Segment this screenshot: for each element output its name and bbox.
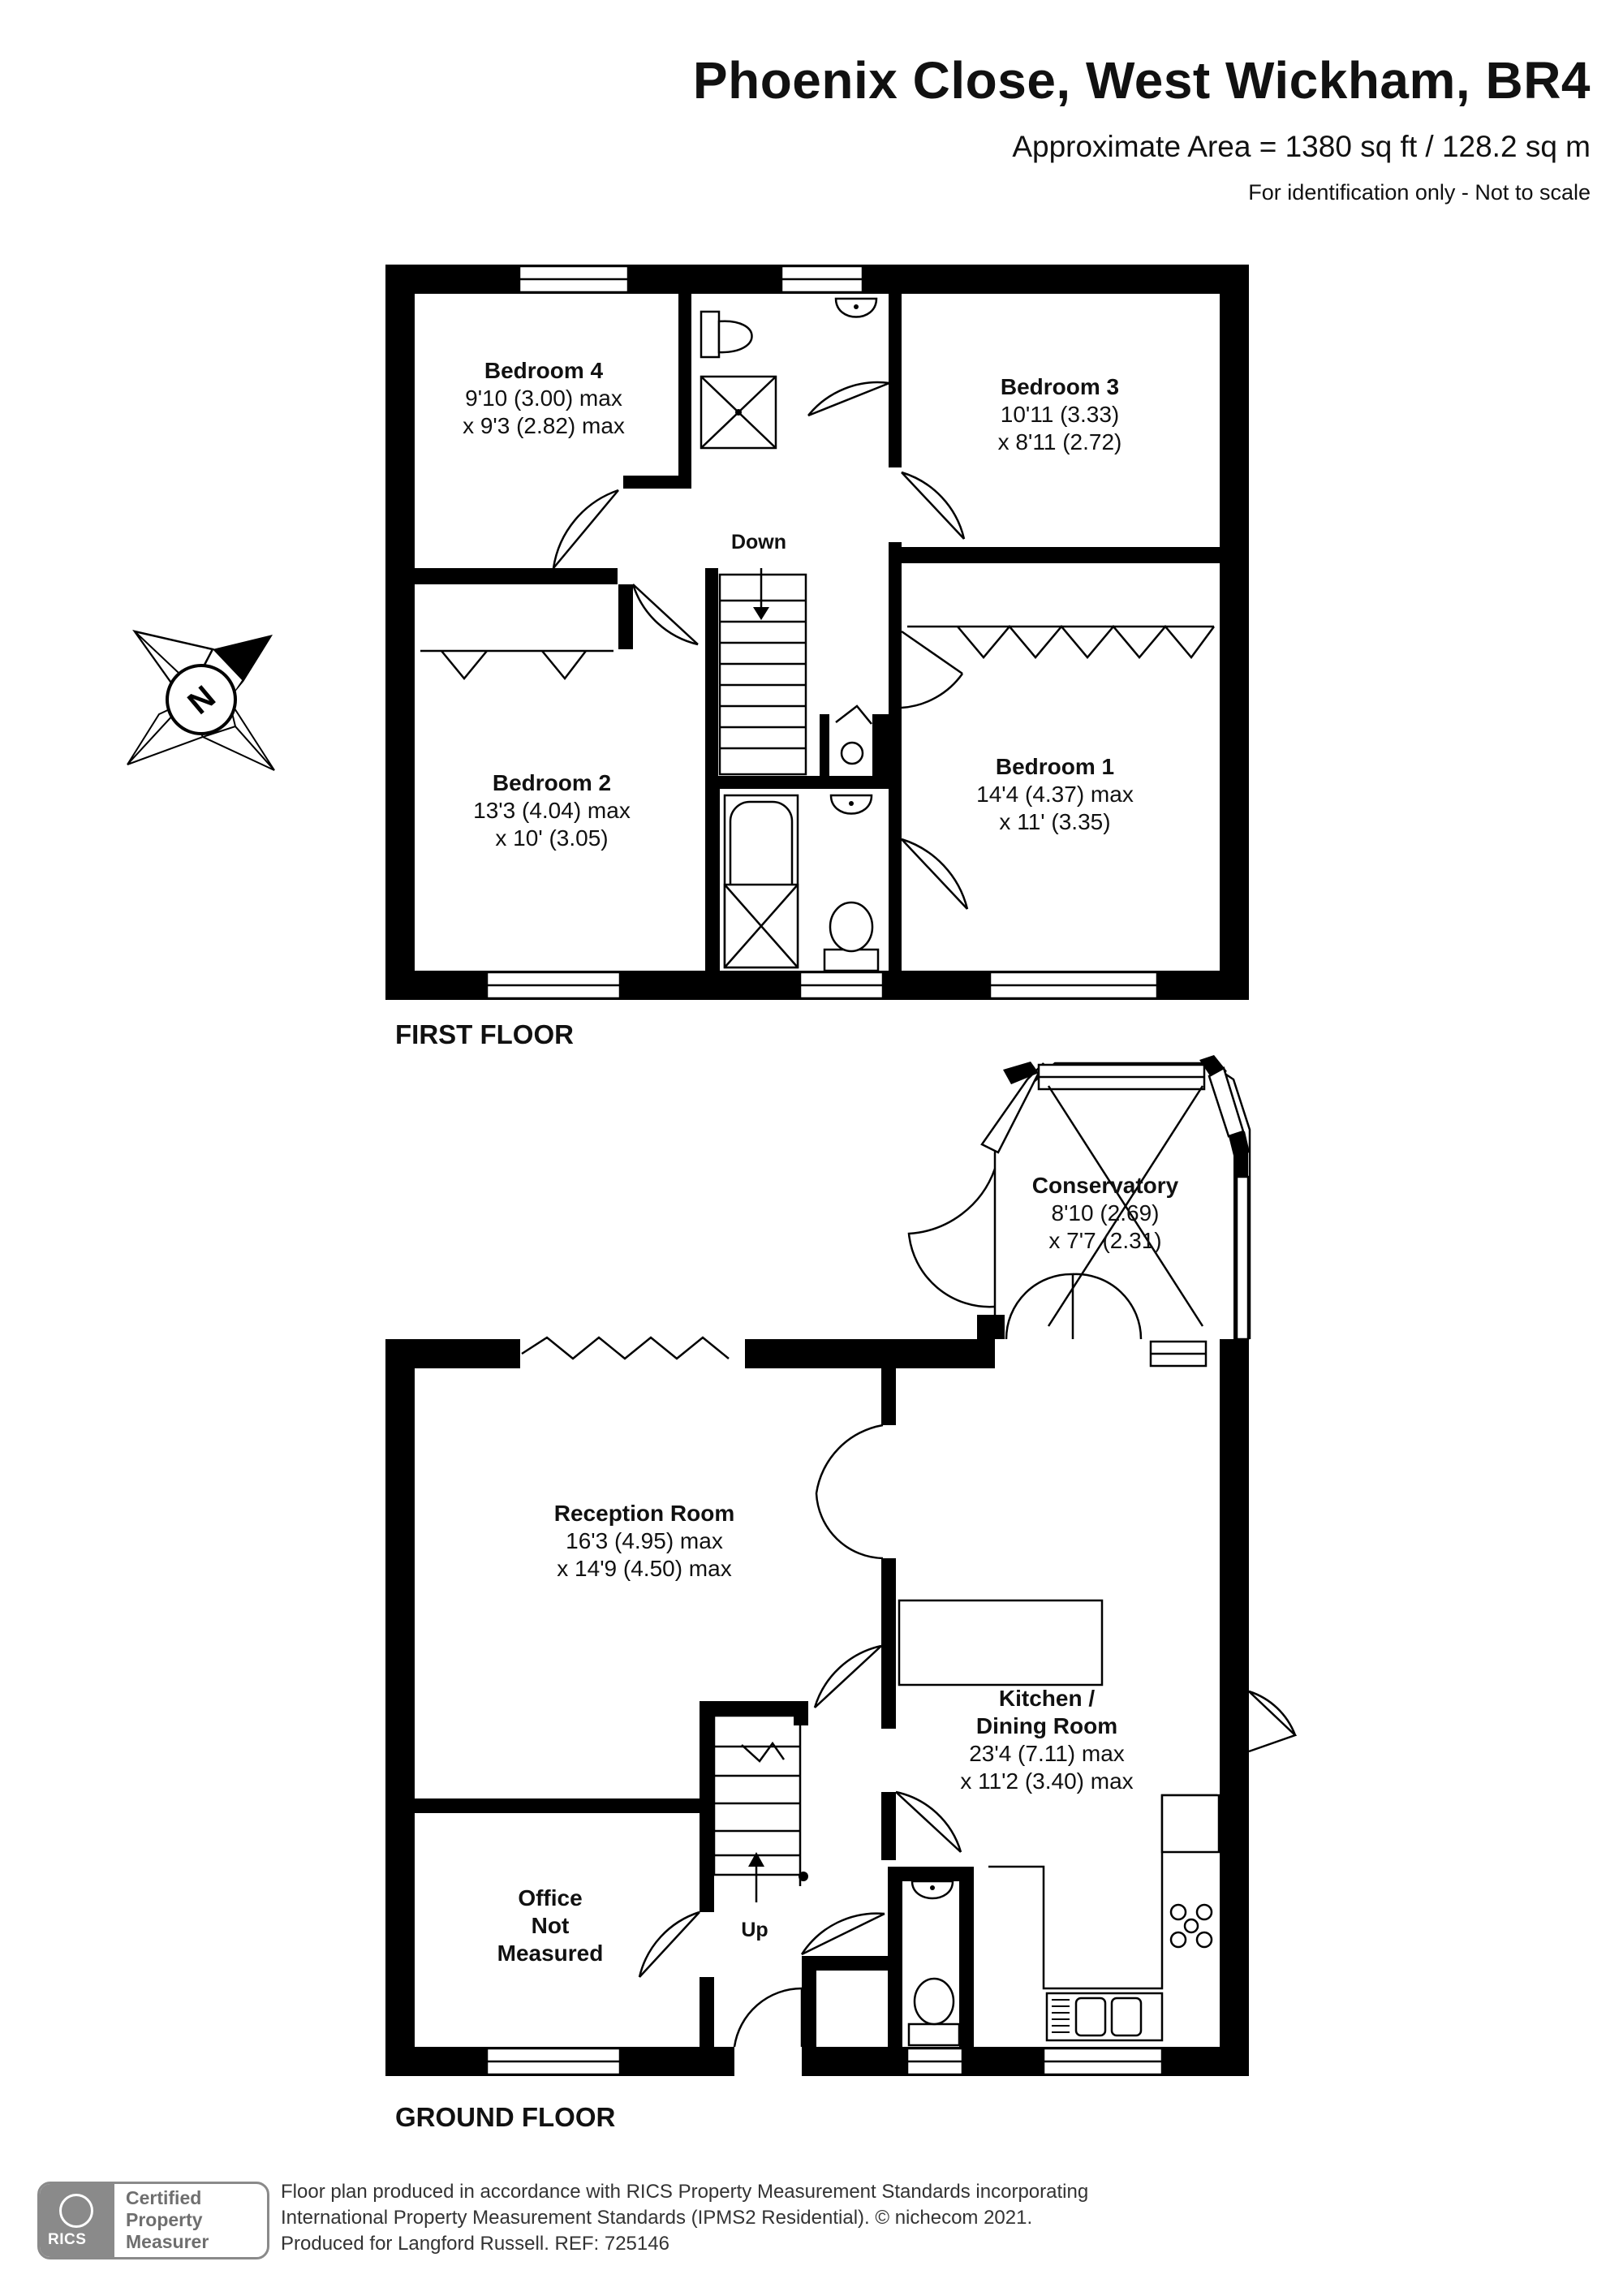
rics-certified-badge: RICS Certified Property Measurer	[37, 2182, 269, 2259]
room-label-bedroom-3: Bedroom 3 10'11 (3.33) x 8'11 (2.72)	[997, 374, 1122, 454]
footer-line: International Property Measurement Stand…	[281, 2207, 1033, 2229]
badge-line: Property	[126, 2209, 203, 2230]
area-summary: Approximate Area = 1380 sq ft / 128.2 sq…	[1012, 130, 1591, 163]
first-floor-label: FIRST FLOOR	[395, 1019, 574, 1049]
first-floor-plan	[385, 265, 1249, 1000]
badge-line: Certified	[126, 2187, 202, 2208]
stairs-down-label: Down	[730, 531, 787, 554]
room-label-reception-room: Reception Room 16'3 (4.95) max x 14'9 (4…	[553, 1501, 735, 1581]
stairs-up-label: Up	[741, 1919, 768, 1941]
badge-line: Measurer	[126, 2231, 209, 2252]
footer-disclaimer: Floor plan produced in accordance with R…	[281, 2179, 1088, 2257]
scale-note: For identification only - Not to scale	[1248, 180, 1591, 205]
page-title: Phoenix Close, West Wickham, BR4	[692, 51, 1591, 110]
room-label-bedroom-4: Bedroom 4 9'10 (3.00) max x 9'3 (2.82) m…	[463, 358, 625, 438]
footer-line: Produced for Langford Russell. REF: 7251…	[281, 2233, 669, 2255]
room-label-kitchen-dining-room: Kitchen / Dining Room 23'4 (7.11) max x …	[960, 1686, 1134, 1794]
room-label-conservatory: Conservatory 8'10 (2.69) x 7'7 (2.31)	[1031, 1173, 1179, 1253]
rics-logo-icon: RICS	[40, 2184, 114, 2257]
room-label-bedroom-1: Bedroom 1 14'4 (4.37) max x 11' (3.35)	[976, 754, 1134, 834]
north-compass-icon: N	[127, 630, 275, 771]
room-label-office: Office Not Measured	[497, 1885, 604, 1966]
footer-line: Floor plan produced in accordance with R…	[281, 2181, 1089, 2203]
ground-floor-plan	[385, 1055, 1298, 2076]
ground-floor-label: GROUND FLOOR	[395, 2102, 616, 2132]
room-label-bedroom-2: Bedroom 2 13'3 (4.04) max x 10' (3.05)	[473, 770, 631, 851]
